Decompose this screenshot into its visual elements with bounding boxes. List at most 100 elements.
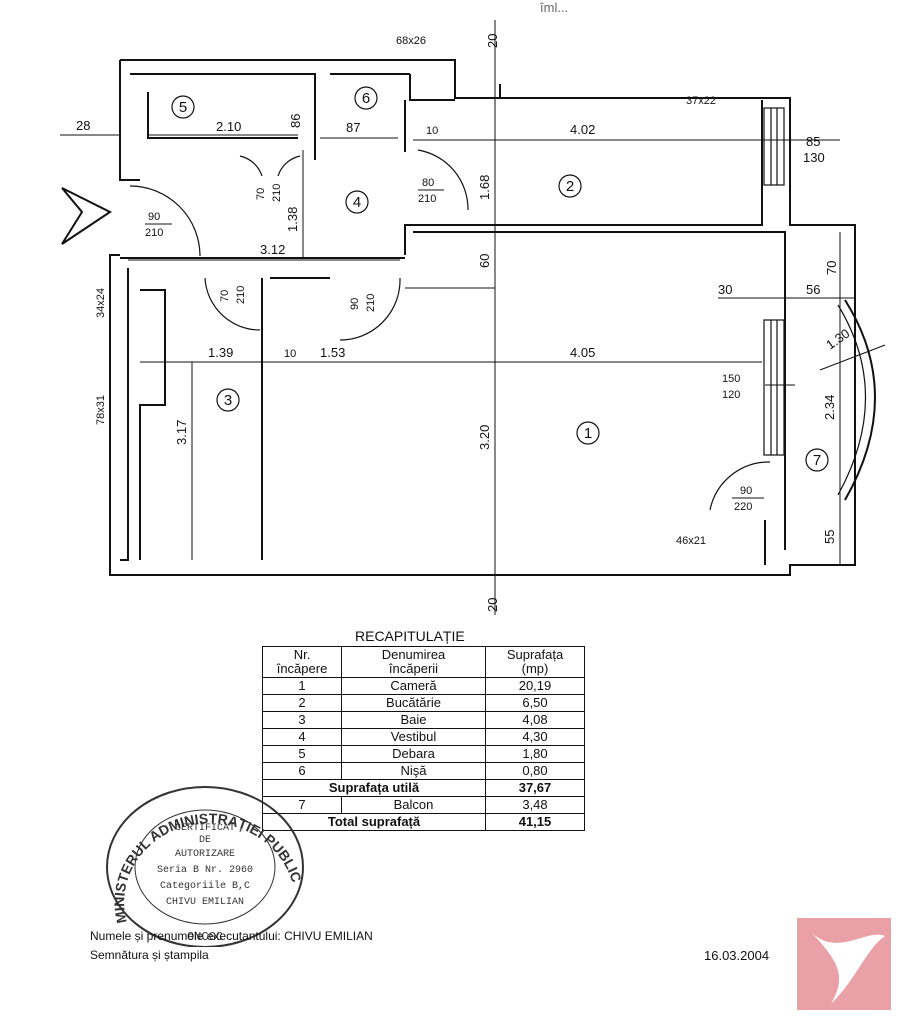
- dim-55: 55: [822, 530, 837, 544]
- dim-150: 150: [722, 373, 740, 385]
- signature-block: Numele și prenumele executantului: CHIVU…: [90, 927, 373, 965]
- door-bath-w: 70: [219, 290, 231, 302]
- dim-2-10: 2.10: [216, 119, 241, 134]
- header-area: Suprafața (mp): [485, 646, 585, 678]
- dim-10-b: 10: [284, 348, 296, 360]
- dim-60: 60: [477, 254, 492, 268]
- header-name: Denumirea încăperii: [341, 646, 486, 678]
- door-entry-w: 90: [148, 211, 160, 223]
- dim-1-68: 1.68: [477, 175, 492, 200]
- row-name: Debara: [341, 745, 486, 763]
- row-name: Baie: [341, 711, 486, 729]
- total-label: Total suprafață: [262, 813, 486, 831]
- dim-130: 130: [803, 150, 825, 165]
- authorization-stamp: MINISTERUL ADMINISTRAȚIEI PUBLICE CERTIF…: [97, 772, 305, 947]
- door-room1-w: 90: [349, 298, 361, 310]
- stamp-bottom: ONCGC: [187, 930, 223, 944]
- dim-20-top: 20: [485, 34, 500, 48]
- row-name: Cameră: [341, 677, 486, 695]
- recap-table: Nr. încăpere Denumirea încăperii Suprafa…: [262, 646, 585, 831]
- recap-header-row: Nr. încăpere Denumirea încăperii Suprafa…: [262, 646, 585, 678]
- row-nr: 2: [262, 694, 342, 712]
- executant-name-line: Numele și prenumele executantului: CHIVU…: [90, 929, 373, 943]
- dim-4-02: 4.02: [570, 122, 595, 137]
- brand-logo-icon: [797, 918, 891, 1010]
- dim-28: 28: [76, 118, 90, 133]
- row-area: 4,30: [485, 728, 585, 746]
- row-area: 3,48: [485, 796, 585, 814]
- dim-3-20: 3.20: [477, 425, 492, 450]
- dim-120: 120: [722, 389, 740, 401]
- row-area: 6,50: [485, 694, 585, 712]
- dim-1-39: 1.39: [208, 345, 233, 360]
- row-area: 20,19: [485, 677, 585, 695]
- door-80-w: 80: [422, 177, 434, 189]
- row-name: Vestibul: [341, 728, 486, 746]
- row-name: Nişă: [341, 762, 486, 780]
- row-area: 1,80: [485, 745, 585, 763]
- signature-label: Semnătura și ștampila: [90, 948, 209, 962]
- dim-34x24: 34x24: [95, 288, 107, 318]
- dimension-texts: 20 20 28 68x26 37x22 2.10 86 87 10 4.02 …: [76, 34, 852, 612]
- dim-10-a: 10: [426, 125, 438, 137]
- row-nr: 3: [262, 711, 342, 729]
- stamp-line-3: AUTORIZARE: [175, 849, 235, 860]
- row-name: Bucătărie: [341, 694, 486, 712]
- door-balcony-h: 220: [734, 501, 752, 513]
- dim-30: 30: [718, 282, 732, 297]
- row-area: 0,80: [485, 762, 585, 780]
- total-area: 41,15: [485, 813, 585, 831]
- dim-2-34: 2.34: [822, 395, 837, 420]
- door-swings: [129, 149, 771, 511]
- dim-68x26: 68x26: [396, 35, 426, 47]
- dim-1-38: 1.38: [285, 207, 300, 232]
- top-corner-scribble: îml...: [540, 0, 569, 15]
- dim-4-05: 4.05: [570, 345, 595, 360]
- door-balcony-w: 90: [740, 485, 752, 497]
- dim-56: 56: [806, 282, 820, 297]
- dim-1-30: 1.30: [823, 326, 852, 353]
- windows: [763, 107, 876, 501]
- stamp-line-5: Categoriile B,C: [160, 880, 250, 892]
- floor-plan: 5 6 4 2 3 1 7 20 20 28 68x26 37x22 2.10 …: [60, 20, 886, 615]
- stamp-line-1: CERTIFICAT: [175, 823, 235, 834]
- row-nr: 5: [262, 745, 342, 763]
- row-nr: 4: [262, 728, 342, 746]
- door-d5-w: 70: [255, 188, 267, 200]
- door-80-h: 210: [418, 193, 436, 205]
- dimension-lines: [60, 20, 886, 615]
- recap-title: RECAPITULAȚIE: [355, 628, 465, 644]
- door-d5-h: 210: [271, 184, 283, 202]
- stamp-line-2: DE: [199, 835, 211, 846]
- stamp-line-6: CHIVU EMILIAN: [166, 897, 244, 908]
- dim-87: 87: [346, 120, 360, 135]
- entry-arrow-icon: [61, 187, 112, 245]
- room-6-label: 6: [362, 90, 370, 107]
- dim-70: 70: [824, 261, 839, 275]
- room-3-label: 3: [224, 392, 232, 409]
- door-size-texts: 90 210 70 210 80 210 70 210 90 210 90 22…: [145, 177, 764, 513]
- dim-1-53: 1.53: [320, 345, 345, 360]
- util-area: 37,67: [485, 779, 585, 797]
- row-name: Balcon: [341, 796, 486, 814]
- document-date: 16.03.2004: [704, 948, 770, 963]
- stamp-line-4: Seria B Nr. 2960: [157, 864, 253, 876]
- door-bath-h: 210: [235, 286, 247, 304]
- room-5-label: 5: [179, 99, 187, 116]
- dim-86: 86: [288, 114, 303, 128]
- dim-85: 85: [806, 134, 820, 149]
- door-entry-h: 210: [145, 227, 163, 239]
- row-nr: 1: [262, 677, 342, 695]
- room-1-label: 1: [584, 425, 592, 442]
- row-area: 4,08: [485, 711, 585, 729]
- dim-3-17: 3.17: [174, 420, 189, 445]
